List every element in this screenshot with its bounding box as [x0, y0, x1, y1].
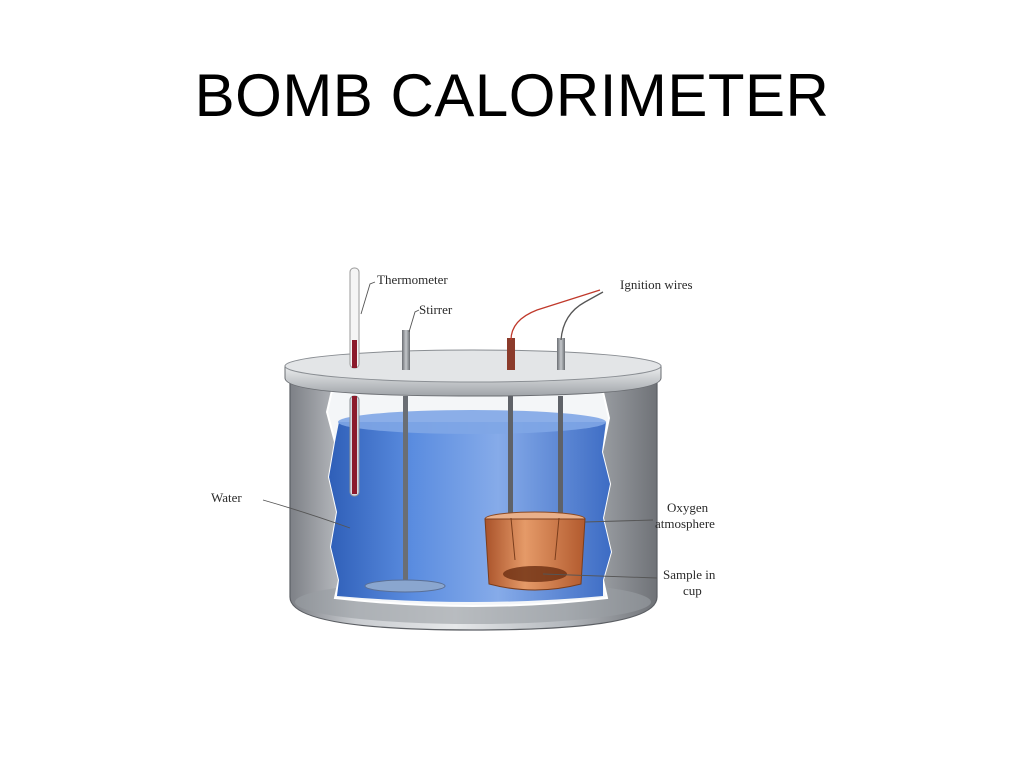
- bomb-calorimeter-diagram: Thermometer Stirrer Ignition wires Water…: [205, 262, 770, 642]
- label-stirrer: Stirrer: [419, 302, 453, 317]
- sample-cup: [484, 511, 586, 591]
- label-sample-line2: cup: [683, 583, 702, 598]
- label-sample-line1: Sample in: [663, 567, 716, 582]
- ignition-electrodes: [507, 289, 604, 518]
- leader-lines: [262, 281, 658, 579]
- stirrer: [364, 330, 446, 593]
- thermometer: [349, 267, 360, 497]
- label-thermometer: Thermometer: [377, 272, 448, 287]
- label-water: Water: [211, 490, 242, 505]
- label-ignition-wires: Ignition wires: [620, 277, 693, 292]
- label-oxygen-line1: Oxygen: [667, 500, 709, 515]
- slide-title: BOMB CALORIMETER: [194, 62, 830, 129]
- calorimeter-lid: [284, 349, 662, 397]
- label-oxygen-line2: atmosphere: [655, 516, 715, 531]
